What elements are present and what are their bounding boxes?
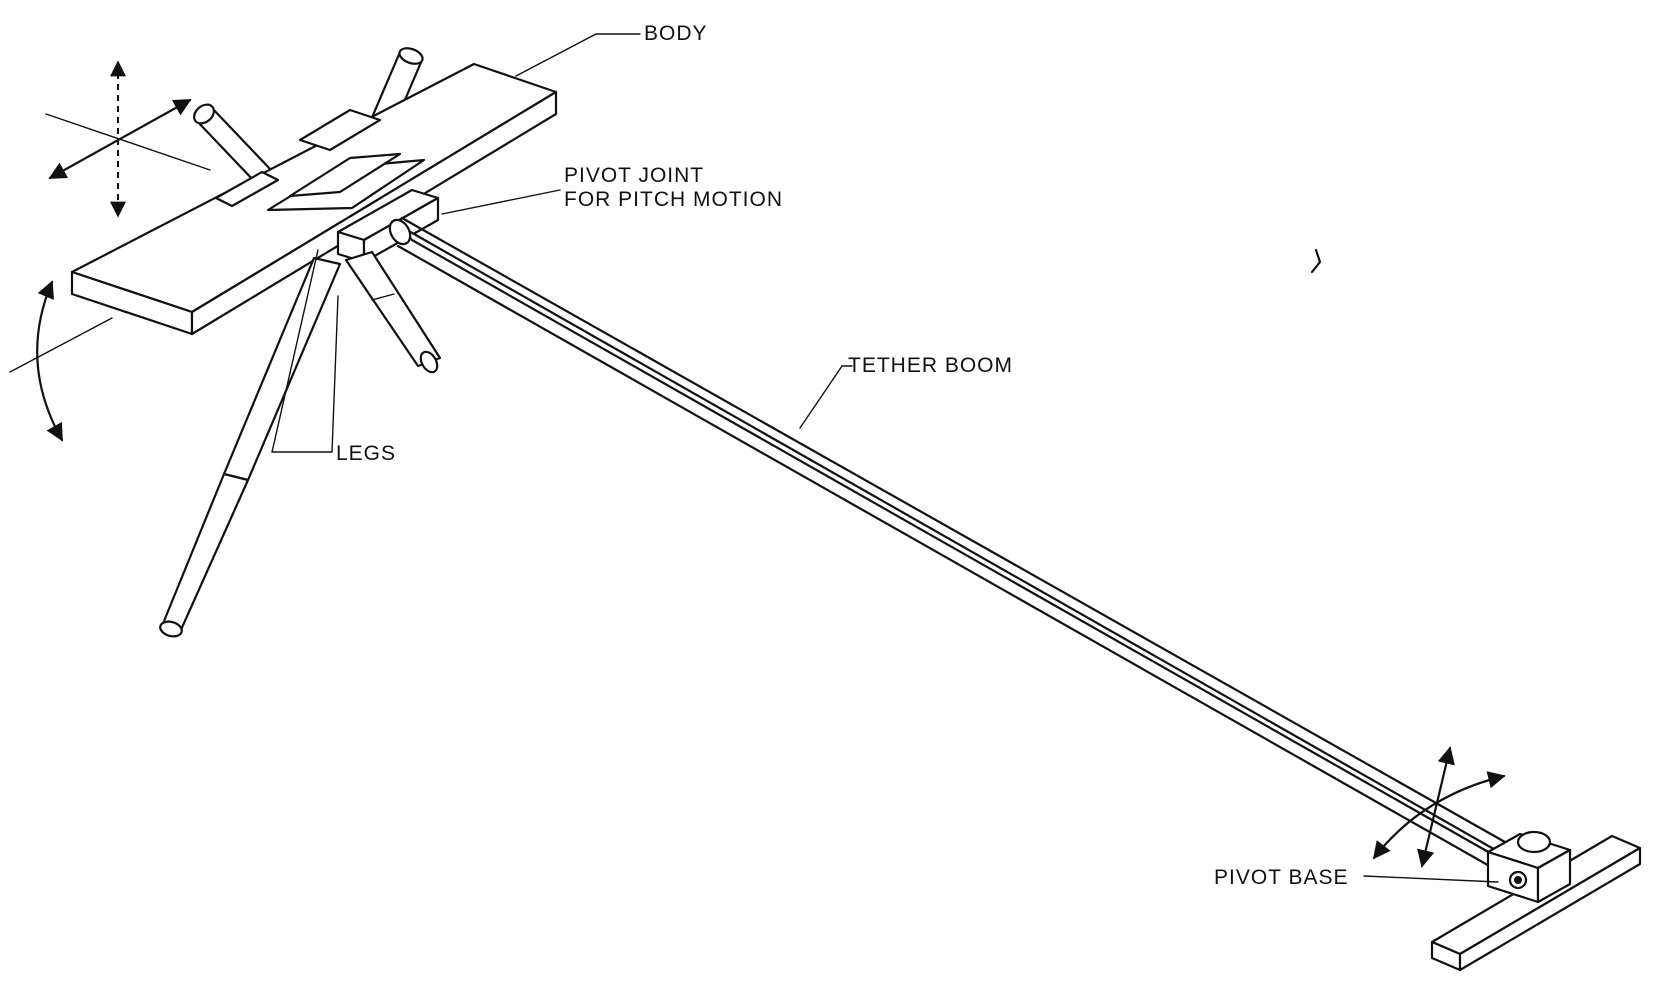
label-pivot-joint-line2: FOR PITCH MOTION xyxy=(564,188,783,211)
pivot-base xyxy=(1430,830,1642,972)
base-motion-arrows xyxy=(1372,746,1506,868)
stray-mark xyxy=(1310,248,1322,274)
label-legs: LEGS xyxy=(336,442,396,465)
front-leg-lower xyxy=(159,256,342,638)
tether-boom xyxy=(388,216,1522,874)
label-pivot-joint-line1: PIVOT JOINT xyxy=(564,164,704,187)
label-tether-boom: TETHER BOOM xyxy=(848,354,1013,377)
short-leg xyxy=(344,250,442,374)
walker-body xyxy=(70,62,558,336)
label-pivot-base: PIVOT BASE xyxy=(1214,866,1349,889)
leader-lines xyxy=(271,33,1499,883)
body-motion-arrows xyxy=(9,60,211,442)
label-body: BODY xyxy=(644,22,708,45)
